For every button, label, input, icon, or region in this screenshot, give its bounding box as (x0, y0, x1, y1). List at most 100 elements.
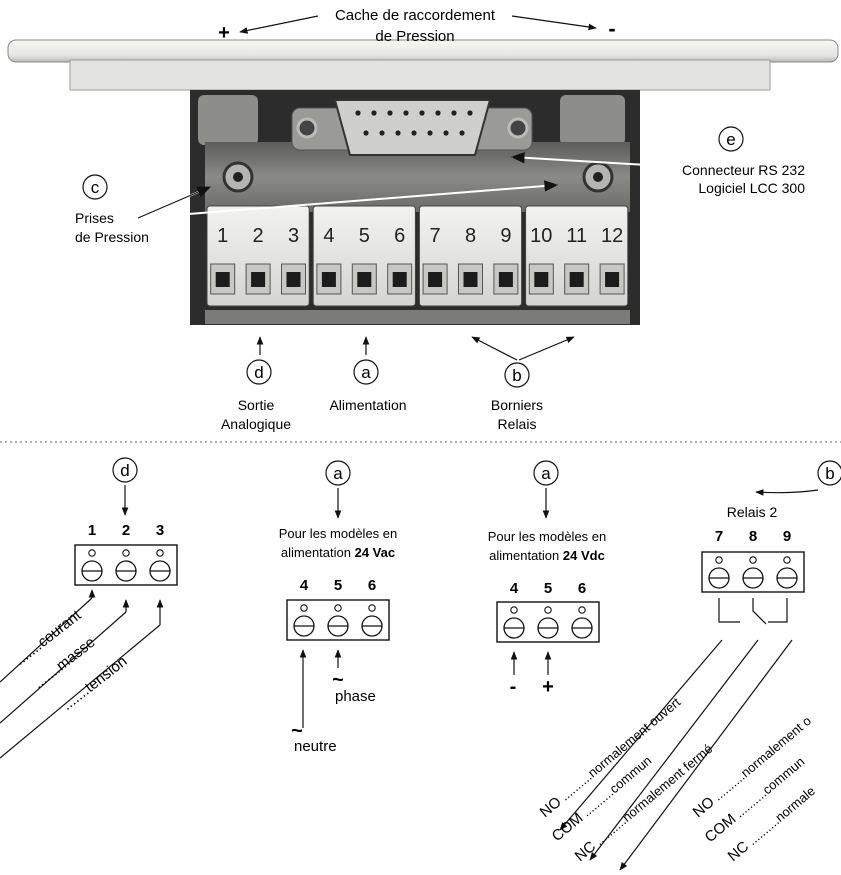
diag-vac-line1: Pour les modèles en (279, 526, 398, 541)
relay-label-no: NO ..........normalement ouvert (537, 693, 684, 821)
block-vac-pin-1 (300, 604, 308, 612)
terminal-number-10: 10 (530, 225, 552, 247)
terminal-block-relay (701, 551, 805, 593)
callout-b-line2: Relais (498, 416, 537, 432)
rs232-screw-left (296, 117, 318, 139)
callout-c-circle (82, 174, 108, 200)
power-24vac-diagram: a Pour les modèles en alimentation 24 Va… (279, 460, 398, 755)
diag-vdc-circle (533, 460, 559, 486)
diag-vdc-line2: alimentation 24 Vdc (489, 548, 605, 563)
block-vdc-pin-2 (544, 606, 552, 614)
relay-diagram: b Relais 2 7 8 9 NO ..........normalemen… (537, 460, 841, 871)
diag-d-wire-2 (0, 611, 127, 724)
diag-vdc-line2-prefix: alimentation (489, 548, 563, 563)
relay-contact-no (718, 598, 740, 623)
callout-d-line1: Sortie (238, 397, 275, 413)
diag-relay-letter: b (825, 464, 834, 483)
block-d-pin-3 (156, 549, 164, 557)
terminal-hole-5 (357, 272, 372, 287)
block-relay-pin-1 (715, 556, 723, 564)
terminal-number-8: 8 (465, 225, 476, 247)
callout-a-letter: a (361, 363, 371, 382)
terminal-block-vdc (496, 601, 600, 643)
rs232-pin (451, 110, 457, 116)
rs232-pin (467, 110, 473, 116)
terminal-block-vac (286, 599, 390, 641)
terminal-number-12: 12 (601, 225, 623, 247)
terminal-number-6: 6 (394, 225, 405, 247)
diag-relay-num-9: 9 (783, 528, 791, 545)
arrow-to-rs232 (510, 152, 665, 167)
diag-vac-line2-prefix: alimentation (281, 545, 355, 560)
callout-d-circle (246, 359, 272, 385)
pressure-port-left-hole (233, 172, 243, 182)
callout-e-letter: e (726, 130, 735, 149)
callout-c-letter: c (91, 178, 100, 197)
diag-relay-num-7: 7 (715, 528, 723, 545)
diag-vac-neutre: neutre (294, 738, 337, 755)
terminal-hole-12 (605, 272, 620, 287)
terminal-number-3: 3 (288, 225, 299, 247)
terminal-hole-4 (321, 272, 336, 287)
terminal-slot-12 (599, 263, 625, 295)
terminal-slot-9 (493, 263, 519, 295)
terminal-number-11: 11 (566, 225, 587, 247)
rs232-pin (387, 110, 393, 116)
diag-relay-circle (817, 460, 841, 486)
diag-vac-num-6: 6 (368, 577, 376, 594)
relay-contact-com (752, 598, 767, 625)
terminal-number-9: 9 (500, 225, 511, 247)
analog-output-diagram: d 1 2 3 .......courant .......masse ....… (0, 457, 178, 759)
diag-d-wire-1 (0, 597, 93, 683)
rs232-pin (403, 110, 409, 116)
terminal-hole-9 (498, 272, 513, 287)
block-d-pin-2 (122, 549, 130, 557)
callout-b-line1: Borniers (491, 397, 543, 413)
arrow-b-left (471, 336, 518, 361)
rs232-pin (419, 110, 425, 116)
callout-d-letter: d (254, 363, 263, 382)
callout-a-circle (353, 359, 379, 385)
terminal-hole-10 (534, 272, 549, 287)
diag-relay-title: Relais 2 (727, 504, 778, 520)
callout-e-circle (718, 126, 744, 152)
block-relay-pin-3 (783, 556, 791, 564)
diag-vac-num-5: 5 (334, 577, 342, 594)
block-vdc-pin-1 (510, 606, 518, 614)
terminal-number-5: 5 (359, 225, 370, 247)
minus-sign: - (608, 16, 615, 41)
plus-sign: + (218, 22, 230, 44)
diag-vac-circle (325, 460, 351, 486)
diag-d-circle (112, 457, 138, 483)
rs232-pin (427, 130, 433, 136)
rs232-pin (371, 110, 377, 116)
block-vdc-pin-3 (578, 606, 586, 614)
diag-vdc-line1: Pour les modèles en (488, 529, 607, 544)
diag-vdc-plus: + (542, 676, 554, 698)
block-d-pin-1 (88, 549, 96, 557)
terminal-number-2: 2 (253, 225, 264, 247)
callout-e-line2: Logiciel LCC 300 (698, 180, 805, 196)
diag-d-label-tension-text: tension (82, 653, 131, 696)
cache-label-line2: de Pression (375, 28, 454, 45)
rs232-screw-right (507, 117, 529, 139)
diag-relay-num-8: 8 (749, 528, 757, 545)
terminal-number-7: 7 (430, 225, 441, 247)
plate-rim (69, 59, 771, 91)
cache-label-line1: Cache de raccordement (335, 7, 496, 24)
arrow-to-minus (511, 15, 597, 31)
diag-vdc-line2-bold: 24 Vdc (563, 548, 605, 563)
rs232-pin (395, 130, 401, 136)
diag-d-label-masse-text: masse (53, 634, 98, 675)
terminal-hole-2 (251, 272, 266, 287)
relay-contact-nc (768, 598, 788, 623)
terminal-hole-8 (463, 272, 478, 287)
terminal-hole-1 (215, 272, 230, 287)
diag-vdc-num-5: 5 (544, 580, 552, 597)
diag-vac-tilde-neutre: ~ (291, 720, 303, 742)
diag-d-letter: d (120, 461, 129, 480)
diag-d-num-3: 3 (156, 522, 164, 539)
